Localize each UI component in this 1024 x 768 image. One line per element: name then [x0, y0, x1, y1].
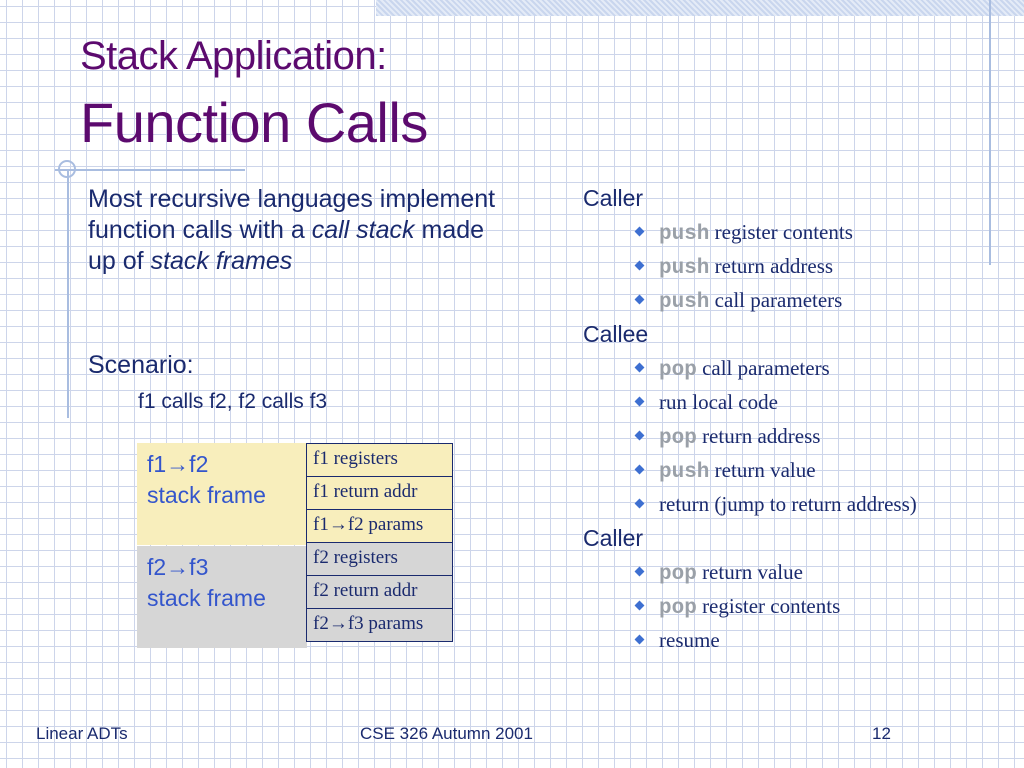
list-item: push return address [583, 250, 917, 284]
decorative-circle-icon [58, 160, 76, 178]
diamond-bullet-icon [634, 294, 645, 305]
item-text: return address [709, 254, 834, 278]
stack-row: f2 registers [306, 542, 453, 576]
stack-cell: f1 registers [306, 443, 453, 477]
stack-row: f1 registers [306, 443, 453, 477]
intro-text-start: Most recursive languages implement funct… [88, 185, 496, 244]
intro-text-middle: made up of [88, 216, 485, 275]
keyword: pop [659, 597, 697, 620]
intro-term-call-stack: call stack [311, 216, 415, 244]
item-text: resume [659, 628, 720, 652]
item-text: run local code [659, 390, 778, 414]
stack-row: f1→f2 params [306, 509, 453, 543]
keyword: push [659, 461, 710, 484]
slide-number: 12 [872, 724, 891, 743]
title-underline-rule [55, 169, 245, 171]
list-item: push return value [583, 454, 917, 488]
frame-label-caption: stack frame [147, 585, 266, 611]
decorative-right-rule [989, 0, 991, 265]
item-text: return value [696, 560, 803, 584]
stack-cell: f1→f2 params [306, 509, 453, 543]
list-item: pop register contents [583, 590, 917, 624]
stack-cell: f2 registers [306, 542, 453, 576]
item-text: call parameters [696, 356, 830, 380]
section-heading-caller: Caller [583, 525, 644, 551]
call-sequence-list: Caller push register contents push retur… [583, 182, 917, 658]
keyword: push [659, 291, 710, 314]
scenario-heading: Scenario: [88, 351, 194, 379]
frame-label-title: f2→f3 [147, 554, 209, 580]
footer-course-term: CSE 326 Autumn 2001 [360, 724, 533, 743]
list-item: run local code [583, 386, 917, 420]
diamond-bullet-icon [634, 396, 645, 407]
footer-course-topic: Linear ADTs [36, 724, 128, 743]
intro-paragraph: Most recursive languages implement funct… [88, 184, 508, 277]
diamond-bullet-icon [634, 634, 645, 645]
keyword: pop [659, 563, 697, 586]
scenario-detail: f1 calls f2, f2 calls f3 [138, 390, 328, 413]
keyword: push [659, 223, 710, 246]
diamond-bullet-icon [634, 464, 645, 475]
diamond-bullet-icon [634, 498, 645, 509]
stack-row: f1 return addr [306, 476, 453, 510]
stack-cell: f1 return addr [306, 476, 453, 510]
call-stack-table: f1 registers f1 return addr f1→f2 params… [306, 443, 453, 642]
item-text: register contents [709, 220, 853, 244]
diamond-bullet-icon [634, 430, 645, 441]
item-text: return (jump to return address) [659, 492, 917, 516]
diamond-bullet-icon [634, 566, 645, 577]
list-item: push call parameters [583, 284, 917, 318]
stack-cell: f2→f3 params [306, 608, 453, 642]
keyword: pop [659, 427, 697, 450]
list-item: pop call parameters [583, 352, 917, 386]
decorative-top-band [376, 0, 1024, 16]
item-text: return value [709, 458, 816, 482]
keyword: push [659, 257, 710, 280]
decorative-left-rule [67, 170, 69, 418]
list-item: pop return address [583, 420, 917, 454]
frame-label-title: f1→f2 [147, 451, 209, 477]
list-item: resume [583, 624, 917, 658]
stack-frame-label-f2-f3: f2→f3 stack frame [137, 546, 307, 648]
diamond-bullet-icon [634, 260, 645, 271]
section-heading-caller: Caller [583, 185, 644, 211]
list-item: return (jump to return address) [583, 488, 917, 522]
slide-title-line1: Stack Application: [80, 34, 387, 78]
list-item: pop return value [583, 556, 917, 590]
item-text: return address [696, 424, 821, 448]
stack-row: f2 return addr [306, 575, 453, 609]
stack-frame-label-f1-f2: f1→f2 stack frame [137, 443, 307, 545]
slide-title-line2: Function Calls [80, 91, 428, 154]
item-text: register contents [696, 594, 841, 618]
keyword: pop [659, 359, 697, 382]
intro-term-stack-frames: stack frames [150, 247, 293, 275]
list-item: push register contents [583, 216, 917, 250]
diamond-bullet-icon [634, 362, 645, 373]
frame-label-caption: stack frame [147, 482, 266, 508]
stack-cell: f2 return addr [306, 575, 453, 609]
diamond-bullet-icon [634, 226, 645, 237]
stack-row: f2→f3 params [306, 608, 453, 642]
section-heading-callee: Callee [583, 321, 649, 347]
diamond-bullet-icon [634, 600, 645, 611]
item-text: call parameters [709, 288, 843, 312]
